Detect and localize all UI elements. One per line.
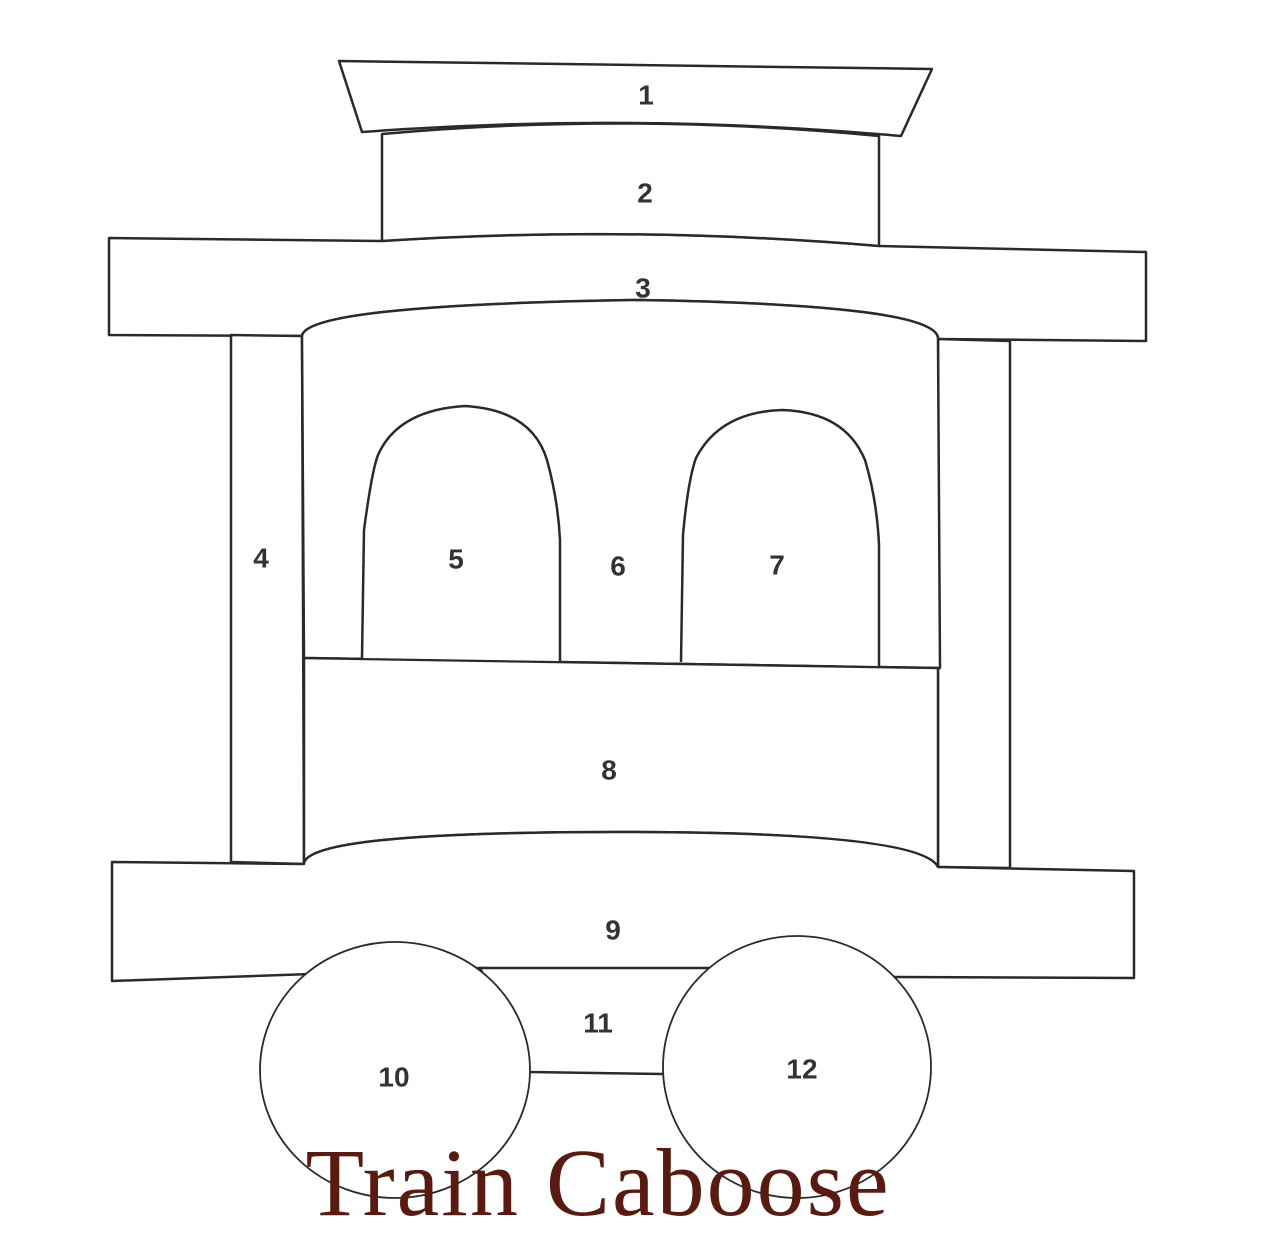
part-number-2: 2 (637, 177, 653, 208)
part-number-11: 11 (583, 1007, 613, 1038)
part-number-3: 3 (635, 272, 651, 303)
part-number-12: 12 (786, 1053, 817, 1084)
diagram-title: Train Caboose (305, 1129, 890, 1236)
part-number-9: 9 (605, 914, 621, 945)
part-number-7: 7 (769, 549, 785, 580)
right-wheel-shape (662, 935, 932, 1199)
roof-cap-shape (337, 59, 934, 138)
left-wheel-shape (259, 941, 531, 1199)
right-post-shape (936, 337, 1012, 870)
part-number-10: 10 (378, 1061, 409, 1092)
left-post-shape (229, 333, 306, 866)
cupola-shape (380, 122, 881, 248)
left-window-shape (360, 404, 562, 661)
part-number-6: 6 (610, 550, 626, 581)
part-number-5: 5 (448, 543, 464, 574)
part-number-8: 8 (601, 754, 617, 785)
right-window-shape (679, 408, 881, 666)
part-number-4: 4 (253, 542, 269, 573)
part-number-1: 1 (638, 79, 654, 110)
